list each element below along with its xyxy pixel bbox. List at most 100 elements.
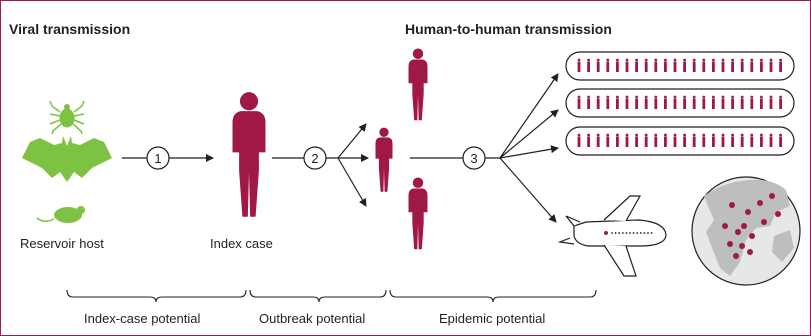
step-2-marker: 2: [303, 146, 327, 170]
crowd-person-icon: [779, 95, 782, 109]
airplane-window: [618, 232, 621, 234]
crowd-person-icon: [769, 95, 773, 109]
bat-icon: [22, 136, 112, 182]
crowd-person-icon: [740, 133, 744, 147]
airplane-window: [625, 232, 628, 234]
viral-transmission-heading: Viral transmission: [9, 21, 131, 37]
reservoir-host-label: Reservoir host: [20, 236, 104, 251]
crowd-person-icon: [616, 133, 619, 147]
crowd-person-icon: [779, 133, 782, 147]
crowd-person-icon: [760, 133, 763, 147]
crowd-person-icon: [596, 58, 600, 72]
crowd-person-icon: [673, 95, 677, 109]
brace-outbreak: [249, 289, 387, 303]
arrow-3-plane: [499, 157, 557, 223]
crowd-person-icon: [673, 58, 677, 72]
arrow-3-row1: [499, 73, 559, 159]
crowd-person-icon: [635, 58, 638, 72]
crowd-capsule-1: [565, 51, 795, 81]
airplane-window: [621, 232, 624, 234]
crowd-person-icon: [644, 58, 648, 72]
outbreak-potential-label: Outbreak potential: [259, 311, 366, 326]
crowd-person-icon: [654, 95, 658, 109]
crowd-person-icon: [606, 95, 610, 109]
arrow-3-row3: [499, 145, 559, 159]
airplane-window: [650, 232, 653, 234]
crowd-person-icon: [683, 58, 686, 72]
airplane-window: [643, 232, 646, 234]
index-case-person-icon: [232, 92, 266, 217]
step-2-number: 2: [311, 151, 318, 166]
airplane-window: [629, 232, 631, 234]
crowd-person-icon: [692, 95, 696, 109]
crowd-person-icon: [712, 95, 715, 109]
mouse-icon: [36, 206, 85, 223]
crowd-person-icon: [616, 58, 619, 72]
step-1-number: 1: [154, 151, 161, 166]
crowd-person-icon: [654, 133, 658, 147]
crowd-person-icon: [750, 133, 754, 147]
crowd-person-icon: [673, 133, 677, 147]
crowd-person-icon: [692, 58, 696, 72]
crowd-person-icon: [740, 58, 744, 72]
crowd-person-icon: [750, 95, 754, 109]
human-transmission-heading: Human-to-human transmission: [405, 21, 612, 37]
crowd-person-icon: [577, 95, 581, 109]
crowd-person-icon: [596, 133, 600, 147]
crowd-person-icon: [664, 58, 667, 72]
crowd-person-icon: [760, 95, 763, 109]
airplane-window: [632, 232, 635, 234]
index-case-potential-label: Index-case potential: [84, 311, 201, 326]
crowd-person-icon: [606, 133, 610, 147]
crowd-person-icon: [702, 58, 706, 72]
crowd-person-icon: [702, 133, 706, 147]
crowd-person-icon: [731, 133, 734, 147]
crowd-person-icon: [769, 58, 773, 72]
crowd-person-icon: [731, 95, 734, 109]
index-case-label: Index case: [210, 236, 273, 251]
airplane-window: [647, 232, 649, 234]
crowd-capsule-2: [565, 88, 795, 118]
crowd-person-icon: [664, 95, 667, 109]
arrow-3-row2: [499, 109, 559, 159]
phase-braces: [66, 289, 597, 303]
secondary-case-top-icon: [408, 48, 428, 121]
crowd-capsule-3: [565, 126, 795, 156]
globe-icon: [691, 176, 801, 286]
step-1-marker: 1: [146, 146, 170, 170]
crowd-person-icon: [750, 58, 754, 72]
tick-icon: [49, 100, 85, 135]
crowd-person-icon: [769, 133, 773, 147]
crowd-person-icon: [731, 58, 734, 72]
crowd-person-icon: [625, 133, 629, 147]
crowd-person-icon: [712, 133, 715, 147]
airplane-window: [636, 232, 639, 234]
crowd-person-icon: [683, 95, 686, 109]
epidemic-potential-label: Epidemic potential: [439, 311, 546, 326]
secondary-case-bottom-icon: [408, 177, 428, 250]
airplane-icon: [557, 195, 667, 277]
crowd-person-icon: [692, 133, 696, 147]
crowd-person-icon: [721, 58, 725, 72]
crowd-person-icon: [635, 133, 638, 147]
brace-index-case: [66, 289, 247, 303]
crowd-person-icon: [616, 95, 619, 109]
crowd-person-icon: [644, 95, 648, 109]
secondary-case-middle-icon: [375, 127, 393, 192]
airplane-window: [611, 232, 613, 234]
step-3-number: 3: [470, 151, 477, 166]
crowd-person-icon: [587, 133, 590, 147]
crowd-person-icon: [577, 133, 581, 147]
arrow-2-down: [337, 157, 367, 207]
crowd-person-icon: [654, 58, 658, 72]
airplane-window: [614, 232, 617, 234]
crowd-person-icon: [625, 95, 629, 109]
brace-epidemic: [389, 289, 597, 303]
crowd-person-icon: [760, 58, 763, 72]
arrow-2-up: [337, 123, 367, 159]
crowd-person-icon: [664, 133, 667, 147]
crowd-person-icon: [635, 95, 638, 109]
